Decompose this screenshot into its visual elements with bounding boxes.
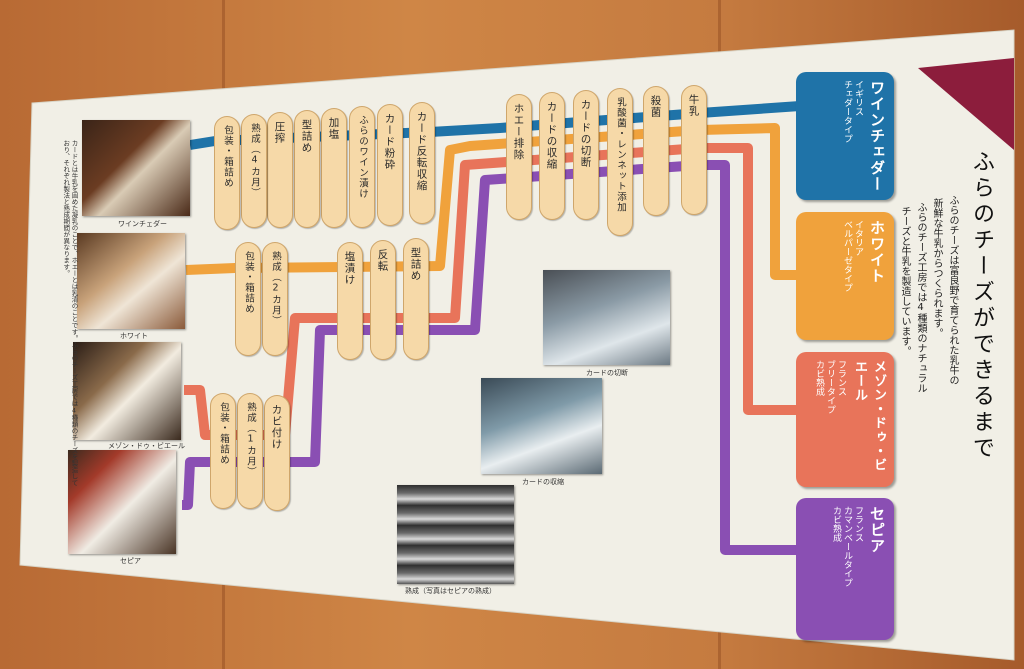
line-wine-cheddar — [189, 101, 801, 150]
photo-white — [77, 233, 185, 329]
step-white-brine: 塩漬け — [337, 242, 363, 360]
caption-sepia: セピア — [120, 557, 141, 565]
intro-col-2: 新鮮な牛乳からつくられます。 — [931, 198, 942, 338]
step-pack-1: 包装・箱詰め — [214, 116, 240, 230]
step-molding: 型詰め — [294, 110, 320, 228]
step-curd-turn: カード反転収縮 — [409, 102, 435, 224]
step-whey-drain: ホエー排除 — [506, 94, 532, 220]
product-sepia: セピア フランス カマンベールタイプ カビ熟成 — [796, 498, 894, 640]
step-milk: 牛乳 — [681, 85, 707, 215]
product-white: ホワイト イタリア ベルパーゼタイプ — [796, 212, 894, 340]
product-wine-cheddar: ワインチェダー イギリス チェダータイプ — [796, 72, 894, 200]
step-age-4m: 熟成（4カ月） — [241, 114, 267, 228]
step-age-1m: 熟成（1カ月） — [237, 393, 263, 509]
intro-col-4: チーズと牛乳を製造しています。 — [899, 206, 910, 356]
intro-col-3: ふらのチーズ工房では4種類のナチュラル — [915, 202, 926, 393]
step-curd-shrink: カードの収縮 — [539, 92, 565, 220]
caption-white: ホワイト — [120, 332, 148, 340]
step-curd-cut: カードの切断 — [573, 90, 599, 220]
step-culture-rennet: 乳酸菌・レンネット添加 — [607, 88, 633, 236]
step-mold: カビ付け — [264, 395, 290, 511]
caption-wine-cheddar: ワインチェダー — [118, 220, 167, 228]
photo-sepia — [68, 450, 176, 554]
product-maison-de-biere: メゾン・ドゥ・ビエール フランス ブリータイプ カビ熟成 — [796, 352, 894, 487]
line-white — [185, 123, 800, 280]
step-pack-3: 包装・箱詰め — [210, 393, 236, 509]
step-white-molding: 型詰め — [403, 238, 429, 360]
step-sterilize: 殺菌 — [643, 86, 669, 216]
photo-maison — [73, 342, 181, 440]
line-sepia — [182, 160, 800, 555]
step-white-turn: 反転 — [370, 240, 396, 360]
step-salt: 加塩 — [321, 108, 347, 228]
line-maison — [184, 143, 800, 440]
caption-curd-cut: カードの切断 — [586, 369, 628, 377]
corner-triangle — [918, 58, 1014, 150]
step-pack-2: 包装・箱詰め — [235, 242, 261, 356]
step-press: 圧搾 — [267, 112, 293, 228]
photo-curd-cut — [543, 270, 670, 365]
step-wine-soak: ふらのワイン漬け — [349, 106, 375, 228]
photo-wine-cheddar — [82, 120, 190, 216]
intro-col-1: ふらのチーズは富良野で育てられた乳牛の — [947, 195, 958, 385]
caption-curd-shrink: カードの収縮 — [522, 478, 564, 486]
board-title: ふらのチーズができるまで — [969, 150, 994, 462]
process-lines — [182, 101, 801, 555]
left-description: カードとは牛乳を固めた凝乳のことで、ホエーとは乳清のことです。ふらのチーズ工房で… — [61, 140, 78, 486]
caption-aging: 熟成（写真はセピアの熟成） — [405, 587, 496, 595]
photo-curd-shrink — [481, 378, 602, 474]
caption-maison: メゾン・ドゥ・ビエール — [108, 442, 185, 450]
photo-aging — [397, 485, 514, 584]
step-curd-mill: カード粉砕 — [377, 104, 403, 226]
step-age-2m: 熟成（2カ月） — [262, 242, 288, 356]
